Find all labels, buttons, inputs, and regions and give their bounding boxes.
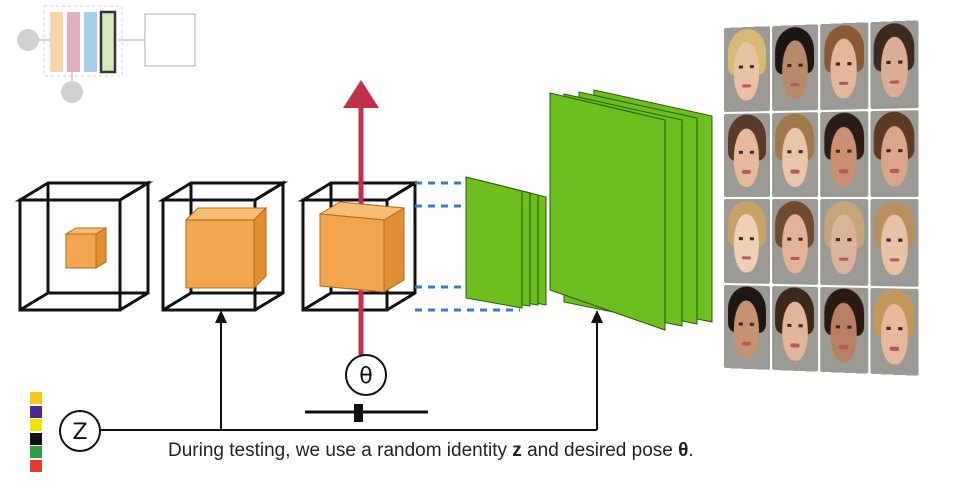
face-skin xyxy=(881,36,908,98)
generated-face-image xyxy=(820,286,868,373)
generated-face-image xyxy=(724,113,770,197)
thumbnail-output-box xyxy=(145,14,195,66)
color-swatch xyxy=(30,460,42,472)
generated-face-image xyxy=(820,22,868,109)
face-skin xyxy=(881,215,908,276)
face-eyes xyxy=(886,149,902,153)
face-eyes xyxy=(739,323,754,327)
generated-face-image xyxy=(870,110,919,197)
face-mouth xyxy=(889,169,899,173)
feature-maps-small xyxy=(466,177,546,308)
face-skin xyxy=(831,38,858,99)
generated-face-image xyxy=(820,111,868,197)
generated-face-image xyxy=(820,199,868,285)
color-swatch xyxy=(30,392,42,404)
arrow-head-featuremap xyxy=(591,310,603,323)
face-eyes xyxy=(787,324,802,328)
network-thumbnail xyxy=(17,6,195,103)
color-swatch xyxy=(30,433,42,445)
caption-identity-symbol: z xyxy=(512,440,522,461)
face-skin xyxy=(782,214,808,274)
face-eyes xyxy=(739,151,754,155)
face-skin xyxy=(734,128,759,187)
face-skin xyxy=(782,127,808,187)
generated-face-image xyxy=(724,26,770,111)
thumbnail-bar-1 xyxy=(50,12,63,72)
thumbnail-bar-2 xyxy=(67,12,80,72)
face-mouth xyxy=(889,258,899,262)
generated-face-image xyxy=(870,20,919,108)
face-mouth xyxy=(790,170,799,173)
generated-face-image xyxy=(772,285,819,371)
arrow-head-cube2 xyxy=(215,310,227,323)
face-mouth xyxy=(742,342,751,346)
face-eyes xyxy=(836,62,851,66)
face-mouth xyxy=(839,169,849,172)
generated-face-image xyxy=(724,285,770,370)
face-mouth xyxy=(790,83,799,87)
generated-face-image xyxy=(772,199,819,284)
face-skin xyxy=(734,300,759,360)
face-mouth xyxy=(790,257,799,261)
feature-cube-medium xyxy=(186,208,266,288)
face-mouth xyxy=(839,81,849,85)
identity-node-label: Z xyxy=(72,420,87,445)
face-skin xyxy=(782,301,808,361)
face-eyes xyxy=(787,150,802,154)
generated-face-image xyxy=(772,112,819,197)
face-skin xyxy=(734,214,759,273)
thumbnail-bar-3 xyxy=(84,12,97,72)
face-mouth xyxy=(790,343,799,347)
caption: During testing, we use a random identity… xyxy=(168,440,694,462)
face-mouth xyxy=(742,170,751,173)
face-eyes xyxy=(836,150,851,154)
face-skin xyxy=(881,303,908,365)
caption-middle: and desired pose xyxy=(522,440,678,461)
face-eyes xyxy=(739,65,754,69)
face-eyes xyxy=(787,237,802,241)
face-eyes xyxy=(787,63,802,67)
face-eyes xyxy=(836,238,851,242)
color-swatch xyxy=(30,419,42,431)
face-skin xyxy=(782,40,808,100)
face-skin xyxy=(831,302,858,363)
face-skin xyxy=(881,126,908,187)
feature-maps-large xyxy=(550,90,712,330)
face-skin xyxy=(831,214,858,274)
face-mouth xyxy=(889,80,899,84)
generated-face-image xyxy=(724,199,770,283)
face-mouth xyxy=(742,84,751,88)
face-eyes xyxy=(886,327,902,331)
face-eyes xyxy=(739,237,754,240)
feature-cube-rotated xyxy=(320,202,404,292)
face-eyes xyxy=(836,325,851,329)
color-swatch xyxy=(30,446,42,458)
thumbnail-node-left xyxy=(17,29,39,51)
generated-faces-grid xyxy=(724,20,919,376)
generated-face-image xyxy=(870,199,919,286)
face-mouth xyxy=(839,345,849,349)
face-mouth xyxy=(839,257,849,261)
caption-pose-symbol: θ xyxy=(678,440,688,461)
face-eyes xyxy=(886,238,902,242)
pose-node-label: θ xyxy=(359,364,372,389)
caption-prefix: During testing, we use a random identity xyxy=(168,440,512,461)
face-mouth xyxy=(889,347,899,351)
caption-suffix: . xyxy=(688,440,693,461)
face-skin xyxy=(734,42,759,101)
color-swatch xyxy=(30,406,42,418)
generated-face-image xyxy=(772,24,819,110)
pose-slider xyxy=(305,404,428,422)
pose-node: θ xyxy=(346,355,386,395)
face-eyes xyxy=(886,60,902,64)
thumbnail-node-bottom xyxy=(61,81,83,103)
face-mouth xyxy=(742,256,751,259)
thumbnail-bar-4 xyxy=(101,12,115,72)
face-skin xyxy=(831,126,858,186)
identity-node: Z xyxy=(60,411,100,451)
generated-face-image xyxy=(870,287,919,375)
feature-cube-small xyxy=(66,228,106,268)
pose-slider-handle xyxy=(354,404,363,422)
